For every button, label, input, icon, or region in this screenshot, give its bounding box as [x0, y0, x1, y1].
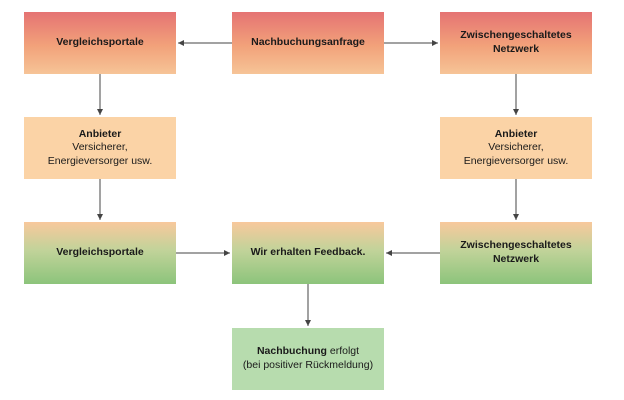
- node-request: Nachbuchungsanfrage: [232, 12, 384, 74]
- node-portals-bottom-title: Vergleichsportale: [56, 246, 144, 259]
- node-done-line2: (bei positiver Rückmeldung): [242, 359, 374, 371]
- node-network-bottom-title-2: Netzwerk: [492, 253, 540, 265]
- node-network-bottom-title-1: Zwischengeschaltetes: [460, 239, 572, 252]
- node-provider-left-line2: Energieversorger usw.: [47, 154, 153, 167]
- node-provider-right-line2: Energieversorger usw.: [463, 154, 569, 167]
- node-provider-left-title: Anbieter: [78, 127, 122, 140]
- node-network-bottom: Zwischengeschaltetes Netzwerk: [440, 222, 592, 284]
- node-done-line1: Nachbuchung erfolgt: [257, 345, 359, 359]
- node-request-title: Nachbuchungsanfrage: [251, 36, 365, 49]
- node-portals-top: Vergleichsportale: [24, 12, 176, 74]
- node-provider-left-line1: Versicherer,: [72, 141, 128, 154]
- node-done-rest: erfolgt: [326, 345, 360, 358]
- node-provider-right: Anbieter Versicherer, Energieversorger u…: [440, 117, 592, 179]
- node-provider-right-title: Anbieter: [494, 127, 538, 140]
- node-network-top-title-1: Zwischengeschaltetes: [460, 29, 572, 42]
- node-portals-bottom: Vergleichsportale: [24, 222, 176, 284]
- node-done: Nachbuchung erfolgt (bei positiver Rückm…: [232, 328, 384, 390]
- node-done-bold: Nachbuchung: [256, 345, 327, 358]
- node-feedback: Wir erhalten Feedback.: [232, 222, 384, 284]
- node-network-top: Zwischengeschaltetes Netzwerk: [440, 12, 592, 74]
- node-network-top-title-2: Netzwerk: [492, 43, 540, 55]
- node-portals-top-title: Vergleichsportale: [56, 36, 144, 49]
- node-provider-left: Anbieter Versicherer, Energieversorger u…: [24, 117, 176, 179]
- node-provider-right-line1: Versicherer,: [488, 141, 544, 154]
- node-feedback-title: Wir erhalten Feedback.: [250, 246, 366, 259]
